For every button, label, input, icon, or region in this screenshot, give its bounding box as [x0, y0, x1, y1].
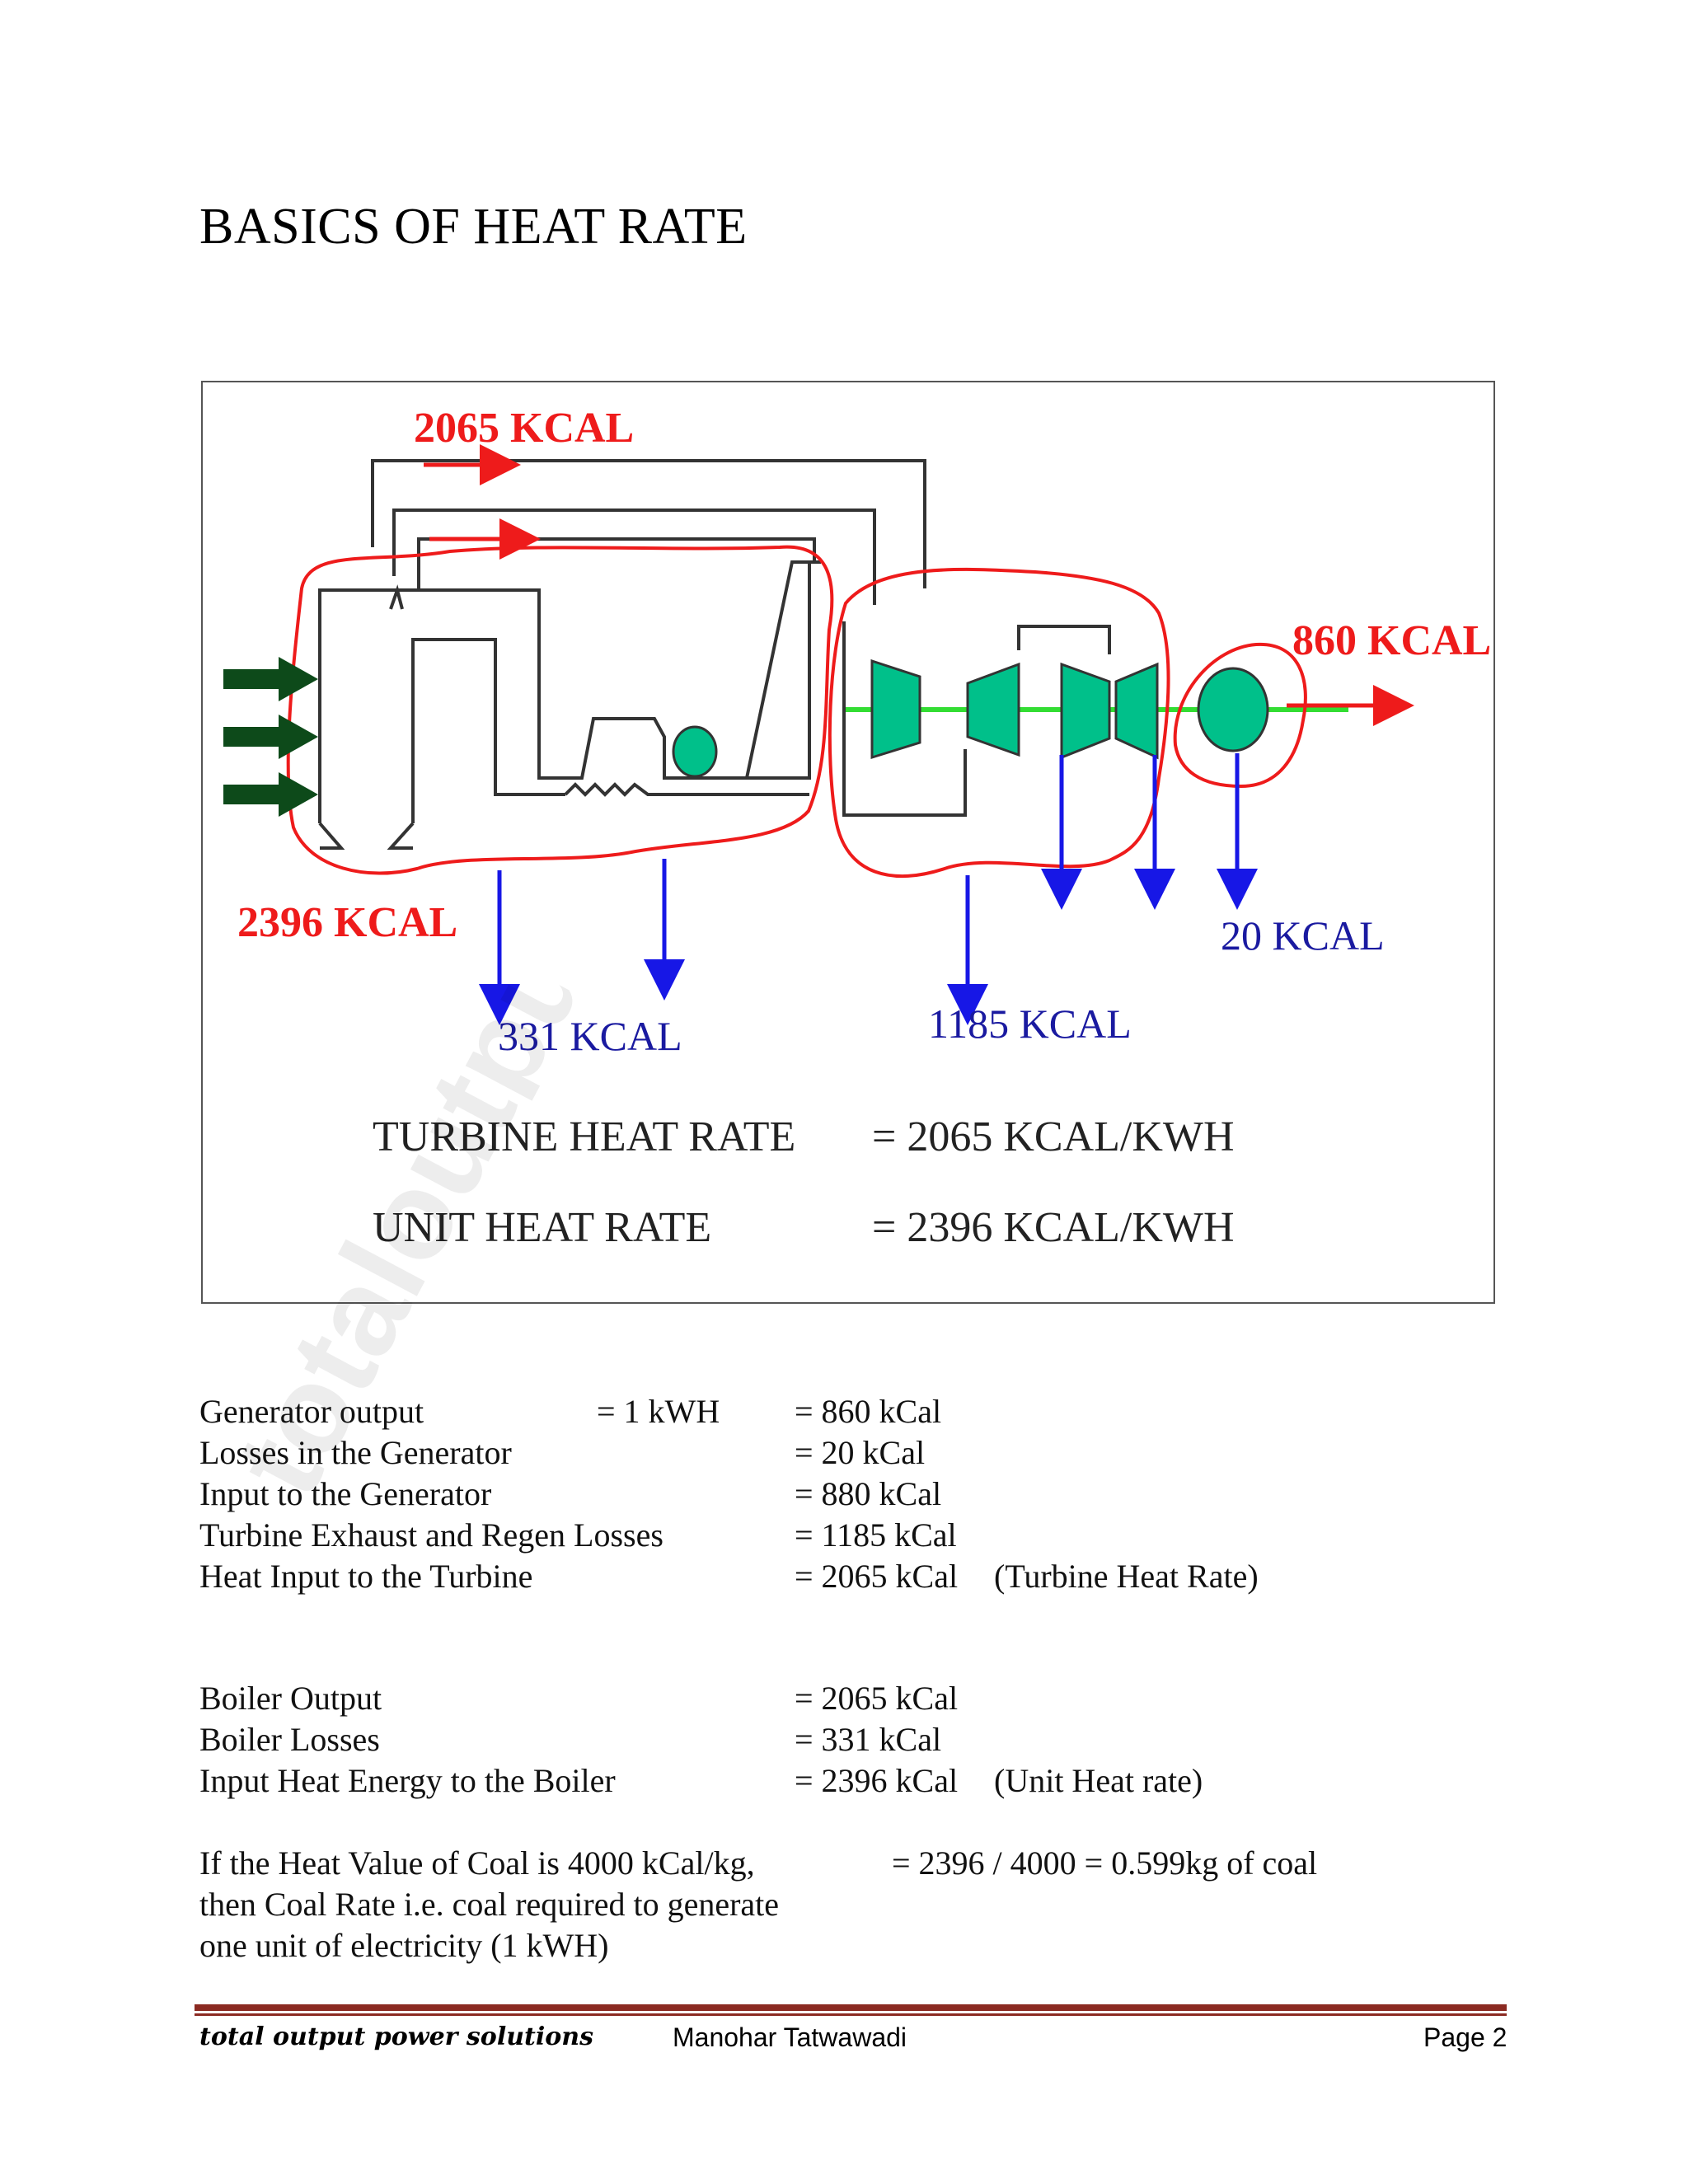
row-value: = 331 kCal — [795, 1721, 942, 1758]
row-label: Heat Input to the Turbine — [199, 1558, 533, 1595]
coal-text-line: one unit of electricity (1 kWH) — [199, 1927, 609, 1964]
steam-piping — [371, 459, 926, 588]
row-label: Generator output — [199, 1393, 424, 1430]
footer-page-number: Page 2 — [1423, 2022, 1507, 2052]
row-value: = 860 kCal — [795, 1393, 942, 1430]
row-note: (Turbine Heat Rate) — [994, 1558, 1259, 1595]
label-331: 331 KCAL — [498, 1013, 682, 1059]
unit-heat-rate-value: = 2396 KCAL/KWH — [872, 1204, 1235, 1251]
footer-divider-thin — [195, 2013, 1507, 2016]
label-2396: 2396 KCAL — [237, 899, 457, 946]
heat-rate-diagram-svg: 2065 KCAL 2396 KCAL 860 KCAL 331 KCAL 11… — [223, 405, 1491, 1251]
page-title: BASICS OF HEAT RATE — [199, 199, 748, 255]
turbine-structure — [842, 588, 1111, 817]
row-mid: = 1 kWH — [597, 1393, 720, 1430]
row-label: Turbine Exhaust and Regen Losses — [199, 1516, 663, 1554]
footer-company: total output power solutions — [199, 2022, 593, 2051]
row-note: (Unit Heat rate) — [994, 1762, 1203, 1799]
economizer-drum — [672, 725, 718, 778]
generator-symbol — [1197, 667, 1269, 752]
row-value: = 1185 kCal — [795, 1516, 957, 1554]
heat-rate-diagram: 2065 KCAL 2396 KCAL 860 KCAL 331 KCAL 11… — [201, 381, 1495, 1304]
boiler-structure — [318, 560, 821, 850]
turbine-heat-rate-value: = 2065 KCAL/KWH — [872, 1113, 1235, 1160]
row-value: = 2065 kCal — [795, 1558, 959, 1595]
row-value: = 2065 kCal — [795, 1680, 959, 1717]
row-label: Boiler Losses — [199, 1721, 380, 1758]
row-value: = 20 kCal — [795, 1434, 926, 1471]
label-2065: 2065 KCAL — [414, 405, 634, 452]
row-label: Losses in the Generator — [199, 1434, 512, 1471]
footer-author: Manohar Tatwawadi — [673, 2022, 907, 2052]
label-20: 20 KCAL — [1221, 912, 1385, 958]
control-volume-loops — [286, 545, 1307, 879]
row-label: Input Heat Energy to the Boiler — [199, 1762, 616, 1799]
footer-divider — [195, 2004, 1507, 2011]
coal-text-line: If the Heat Value of Coal is 4000 kCal/k… — [199, 1844, 755, 1882]
loss-arrows — [479, 753, 1258, 1025]
turbine-heat-rate-label: TURBINE HEAT RATE — [373, 1113, 795, 1160]
unit-heat-rate-label: UNIT HEAT RATE — [373, 1204, 711, 1251]
coal-result: = 2396 / 4000 = 0.599kg of coal — [892, 1844, 1318, 1882]
row-label: Input to the Generator — [199, 1475, 492, 1512]
fuel-input-arrows — [223, 657, 318, 817]
label-1185: 1185 KCAL — [928, 1001, 1132, 1047]
coal-text-line: then Coal Rate i.e. coal required to gen… — [199, 1886, 780, 1923]
turbine-stages — [870, 658, 1159, 760]
row-value: = 2396 kCal — [795, 1762, 959, 1799]
row-label: Boiler Output — [199, 1680, 382, 1717]
row-value: = 880 kCal — [795, 1475, 942, 1512]
label-860: 860 KCAL — [1292, 617, 1491, 664]
